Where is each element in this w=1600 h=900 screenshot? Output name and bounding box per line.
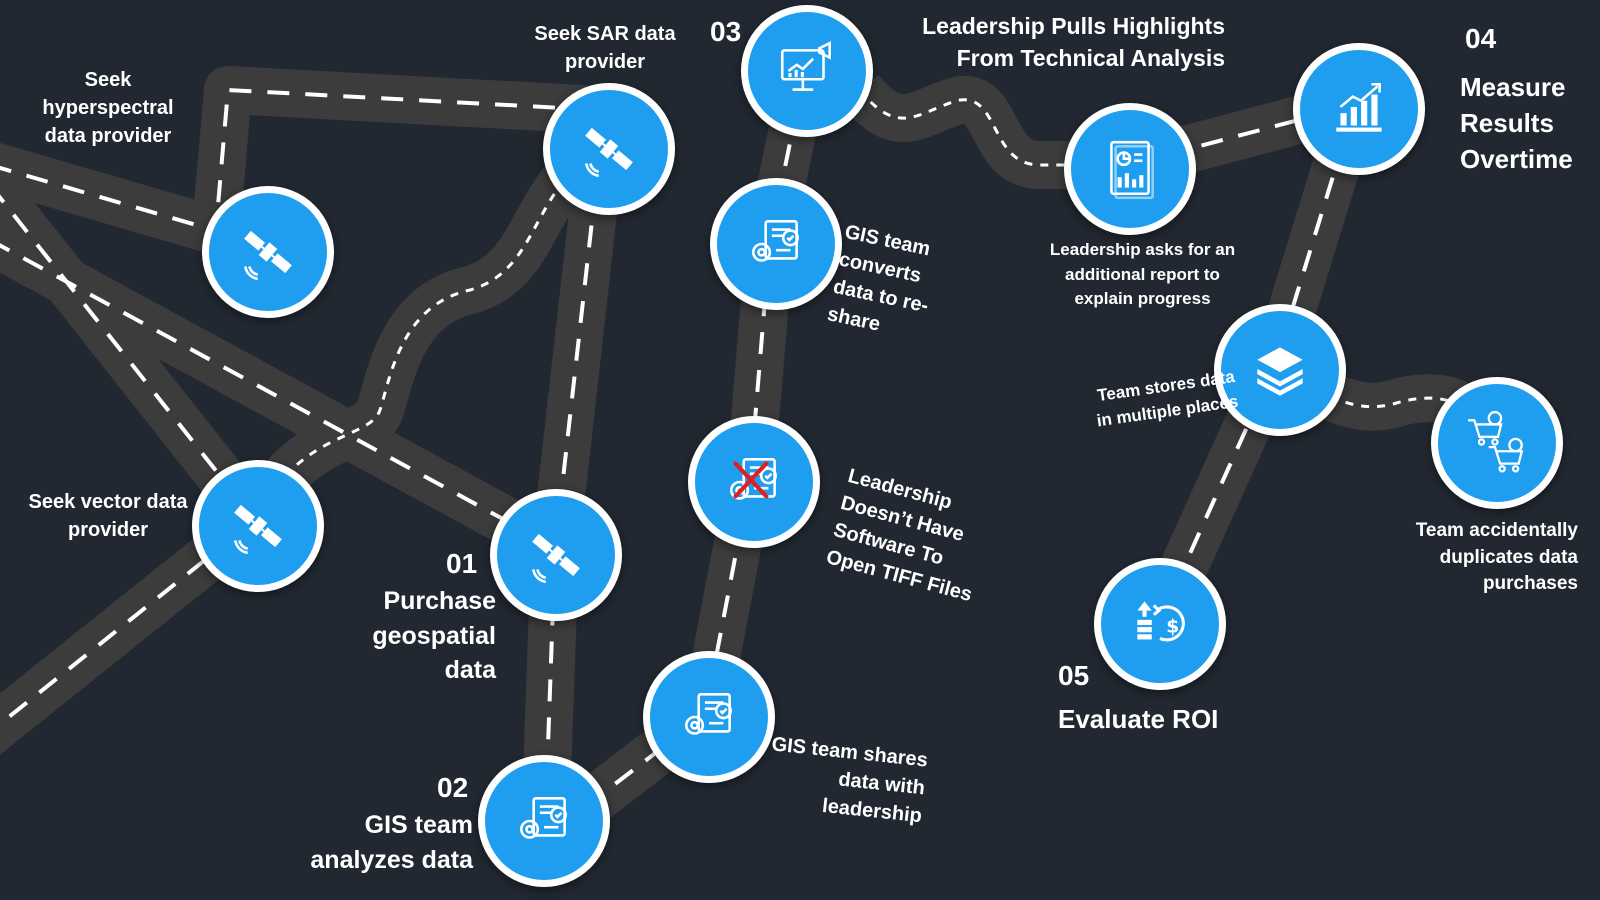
money-return-icon: $ <box>1137 601 1185 642</box>
report-node <box>1064 103 1196 235</box>
converts-node <box>710 178 842 310</box>
purchase-node <box>490 489 622 621</box>
sar-label: Seek SAR data provider <box>534 23 676 73</box>
layers-icon <box>1257 347 1303 396</box>
satellite-icon <box>234 504 282 555</box>
analyze-node <box>478 755 610 887</box>
satellite-icon <box>585 127 633 178</box>
duplicates-node <box>1431 377 1563 509</box>
converts-label: GIS team converts data to re-share <box>825 220 933 336</box>
step-05-number: 05 <box>1058 660 1090 691</box>
svg-text:$: $ <box>1166 616 1179 637</box>
roi-node: $ <box>1094 558 1226 690</box>
measure-node <box>1293 43 1425 175</box>
data-analysis-gear-crossed-icon <box>730 458 777 500</box>
step-01-number: 01 <box>446 548 478 579</box>
data-analysis-gear-icon <box>520 797 567 839</box>
satellite-icon <box>244 230 292 281</box>
shares-node <box>643 651 775 783</box>
step-01-label: Purchase geospatial data <box>372 587 496 684</box>
shares-label: GIS team shares data with leadership <box>770 733 929 828</box>
stores-node <box>1214 304 1346 436</box>
additional-report-label: Leadership asks for an additional report… <box>1049 240 1236 309</box>
hyperspectral-node <box>202 186 334 318</box>
vector-node <box>192 460 324 592</box>
duplicates-label: Team accidentally duplicates data purcha… <box>1415 520 1578 595</box>
growth-chart-icon <box>1336 82 1382 132</box>
report-document-icon <box>1110 140 1154 200</box>
step-02-label: GIS team analyzes data <box>310 811 473 874</box>
step-05-label: Evaluate ROI <box>1058 704 1219 734</box>
hyperspectral-label: Seek hyperspectral data provider <box>42 69 174 147</box>
road-central <box>681 65 829 720</box>
data-analysis-gear-icon <box>685 693 732 735</box>
vector-label: Seek vector data provider <box>28 491 188 541</box>
step-04-number: 04 <box>1465 23 1497 54</box>
data-analysis-gear-icon <box>752 220 799 262</box>
step-04-label: Measure Results Overtime <box>1460 72 1573 174</box>
step-03-label: Leadership Pulls Highlights From Technic… <box>922 13 1225 72</box>
step-02-number: 02 <box>437 772 469 803</box>
sar-node <box>543 83 675 215</box>
satellite-icon <box>532 533 580 584</box>
highlights-node <box>741 5 873 137</box>
step-03-number: 03 <box>710 16 742 47</box>
shopping-carts-icon <box>1468 410 1524 473</box>
presentation-monitor-icon <box>780 41 831 91</box>
no-software-node <box>688 416 820 548</box>
